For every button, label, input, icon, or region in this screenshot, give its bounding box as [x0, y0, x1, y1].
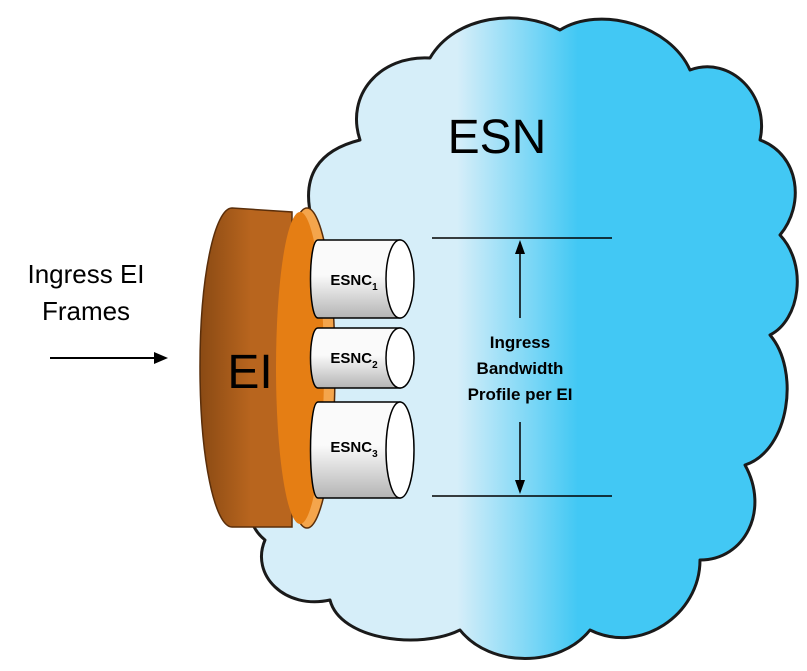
up-arrowhead-icon	[515, 240, 525, 254]
profile-label-line2: Bandwidth	[477, 359, 564, 378]
down-arrowhead-icon	[515, 480, 525, 494]
esnc-cylinder-3: ESNC3	[309, 401, 415, 499]
esnc-label: ESNC3	[330, 439, 378, 460]
esnc-label: ESNC1	[330, 272, 378, 293]
cylinder-body	[309, 327, 401, 389]
ingress-label-line1: Ingress EI	[27, 259, 144, 289]
cylinder-end	[385, 239, 415, 319]
bandwidth-profile-bracket: Ingress Bandwidth Profile per EI	[432, 237, 612, 497]
cylinder-end	[385, 327, 415, 389]
esnc-cylinder-1: ESNC1	[309, 239, 415, 319]
ei-label: EI	[227, 346, 272, 399]
cylinder-end	[385, 401, 415, 499]
cylinder-body	[309, 239, 401, 319]
ei-ring-body	[199, 207, 293, 528]
esn-label: ESN	[448, 111, 547, 164]
profile-label-line3: Profile per EI	[468, 385, 573, 404]
right-arrow-icon	[50, 352, 168, 364]
cylinder-body	[309, 401, 401, 499]
profile-label-line1: Ingress	[490, 333, 550, 352]
esnc-label: ESNC2	[330, 350, 378, 371]
esnc-cylinder-2: ESNC2	[309, 327, 415, 389]
ingress-label-line2: Frames	[42, 296, 130, 326]
